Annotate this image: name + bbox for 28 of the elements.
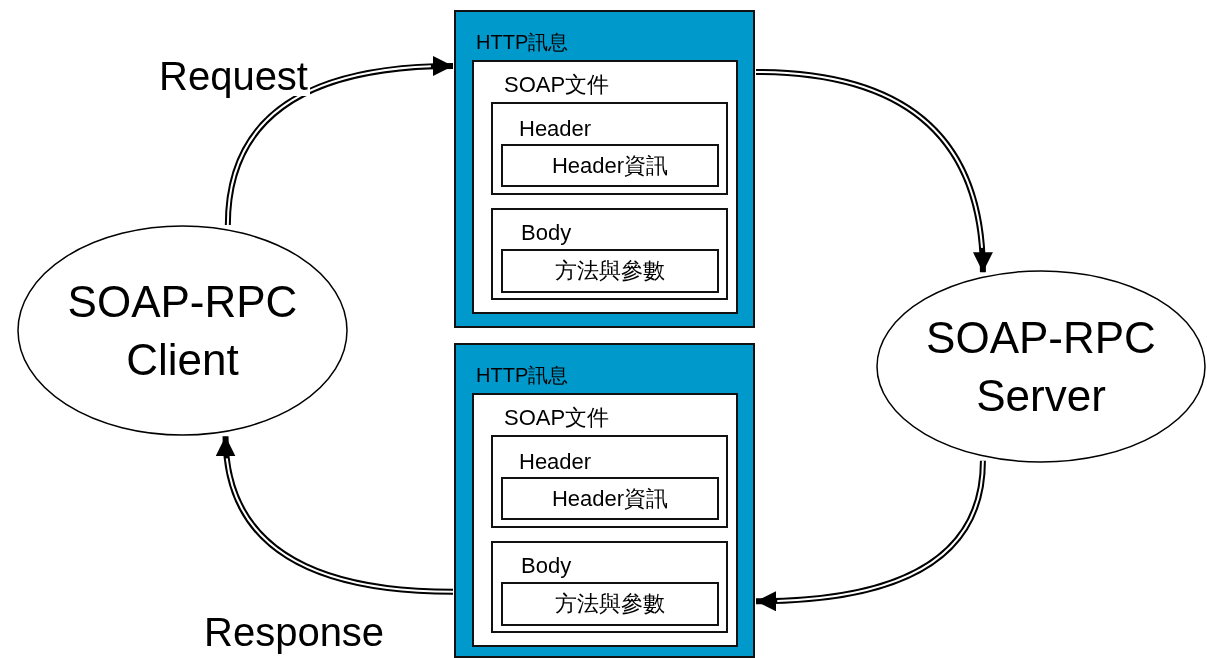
message-panel <box>454 10 755 328</box>
content-box <box>501 144 719 187</box>
section-box <box>491 102 728 195</box>
section-label: Body <box>521 555 572 577</box>
content-label: Header資訊 <box>551 151 669 180</box>
document-box <box>472 60 738 314</box>
process-ellipse <box>17 225 348 436</box>
section-box <box>491 208 728 300</box>
content-box <box>501 477 719 520</box>
content-label: Header資訊 <box>551 484 669 513</box>
section-label: Header <box>519 451 592 473</box>
content-box <box>501 582 719 626</box>
content-box <box>501 249 719 293</box>
section-label: Body <box>521 222 572 244</box>
content-label: 方法與參數 <box>555 257 665 285</box>
message-label: HTTP訊息 <box>476 32 569 52</box>
document-box <box>472 393 738 647</box>
section-label: Header <box>519 118 592 140</box>
document-label: SOAP文件 <box>504 74 610 96</box>
document-label: SOAP文件 <box>504 407 610 429</box>
node-label: SOAP-RPC Client <box>66 276 299 386</box>
section-box <box>491 435 728 528</box>
message-panel <box>454 343 755 658</box>
section-box <box>491 541 728 633</box>
process-ellipse <box>876 270 1206 463</box>
node-label: SOAP-RPC Server <box>925 312 1157 422</box>
content-label: 方法與參數 <box>555 590 665 618</box>
message-label: HTTP訊息 <box>476 365 569 385</box>
